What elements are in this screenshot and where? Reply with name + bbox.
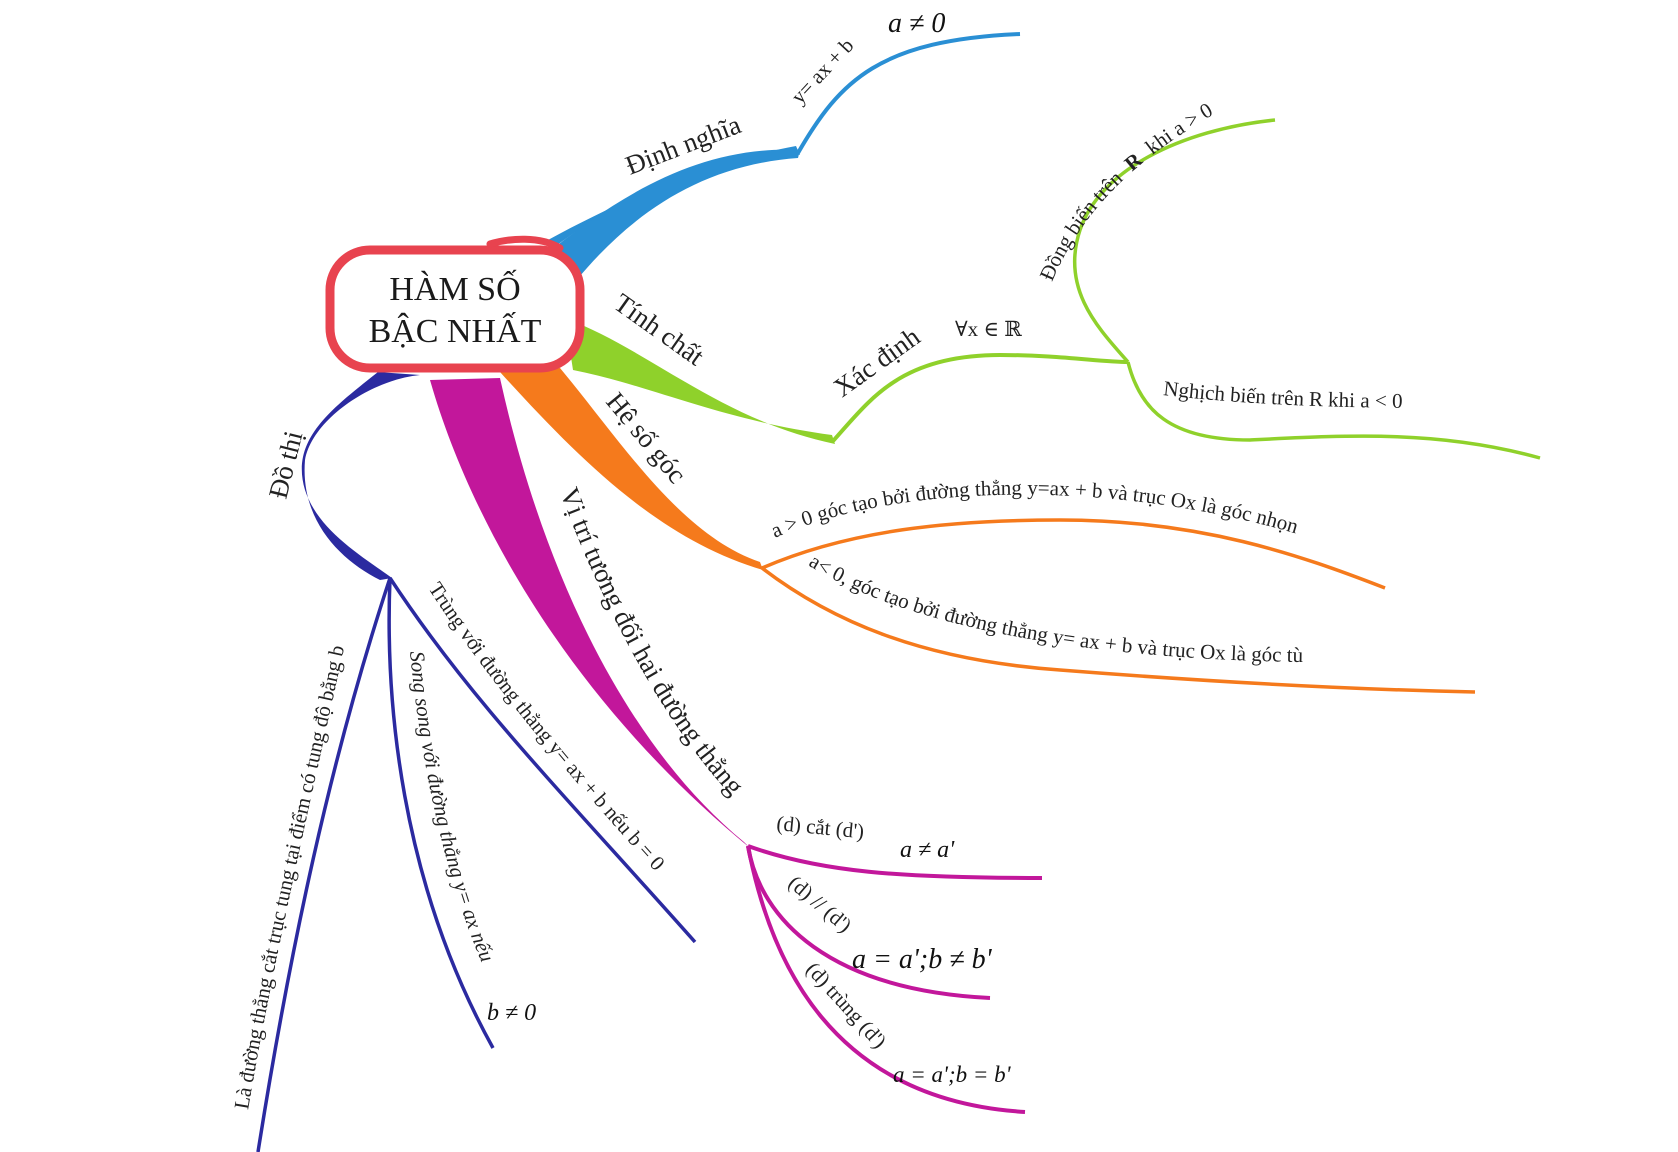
branch-tinh-chat-up (1073, 118, 1276, 364)
branch-do-thi (256, 372, 697, 1152)
branch-vi-tri-cat (747, 844, 1043, 880)
label-xac-dinh-value: ∀x ∈ ℝ (955, 317, 1022, 341)
label-dong-bien-text: Đồng biến trên (1035, 166, 1128, 284)
branch-dinh-nghia-stem-fill (545, 149, 800, 282)
branch-he-so-goc-down (760, 566, 1476, 694)
branch-do-thi-stem (301, 372, 420, 580)
branch-vi-tri-stem (430, 378, 750, 848)
label-vi-tri-trung-cond: a = a';b = b' (893, 1062, 1012, 1087)
branch-he-so-goc-stem (500, 368, 763, 570)
label-vi-tri-song-song-cond: a = a';b ≠ b' (852, 944, 993, 975)
label-he-so-goc-negative: a< 0, góc tạo bởi đường thẳng y= ax + b … (805, 549, 1303, 667)
center-node: HÀM SỐ BẬC NHẤT (325, 235, 585, 373)
label-dinh-nghia-formula: y= ax + b (786, 33, 858, 108)
center-title-line2: BẬC NHẤT (369, 312, 542, 350)
label-do-thi: Đồ thị (263, 428, 309, 502)
branch-he-so-goc (500, 368, 1476, 694)
center-node-flick (486, 235, 564, 252)
label-vi-tri-song-song: (d) // (d') (784, 870, 857, 937)
label-dong-bien: Đồng biến trên R khi a > 0 (1035, 98, 1217, 284)
branch-dinh-nghia (545, 32, 1021, 282)
branch-vi-tri (430, 378, 1043, 1114)
label-vi-tri-cat: (d) cắt (d') (776, 811, 866, 843)
label-dinh-nghia-condition: a ≠ 0 (888, 8, 945, 39)
label-xac-dinh: Xác định (828, 321, 926, 403)
label-he-so-goc-positive: a > 0 góc tạo bởi đường thẳng y=ax + b v… (767, 476, 1301, 543)
label-dong-bien-cond: khi a > 0 (1141, 98, 1217, 160)
branch-do-thi-trung (388, 577, 697, 944)
branch-tinh-chat-down (1126, 361, 1541, 460)
branch-he-so-goc-up (761, 518, 1386, 590)
branch-vi-tri-trung (746, 845, 1026, 1114)
branch-vi-tri-ss (746, 845, 991, 1000)
label-do-thi-song-song: Song song với đường thẳng y= ax nếu (405, 650, 500, 965)
branch-do-thi-cat (256, 577, 392, 1152)
center-title-line1: HÀM SỐ (389, 269, 520, 308)
label-vi-tri-cat-cond: a ≠ a' (900, 837, 955, 863)
branch-tinh-chat (565, 118, 1541, 460)
branch-tinh-chat-stem (565, 318, 835, 444)
branch-dinh-nghia-twig (796, 32, 1021, 154)
center-node-box (325, 245, 585, 373)
branch-tinh-chat-twig (831, 352, 1129, 443)
label-do-thi-song-song-cond: b ≠ 0 (487, 1000, 536, 1026)
branch-do-thi-ss (387, 577, 495, 1049)
label-nghich-bien: Nghịch biến trên R khi a < 0 (1162, 376, 1402, 413)
label-do-thi-cat-truc-tung: Là đường thẳng cắt trục tung tại điểm có… (229, 643, 349, 1111)
